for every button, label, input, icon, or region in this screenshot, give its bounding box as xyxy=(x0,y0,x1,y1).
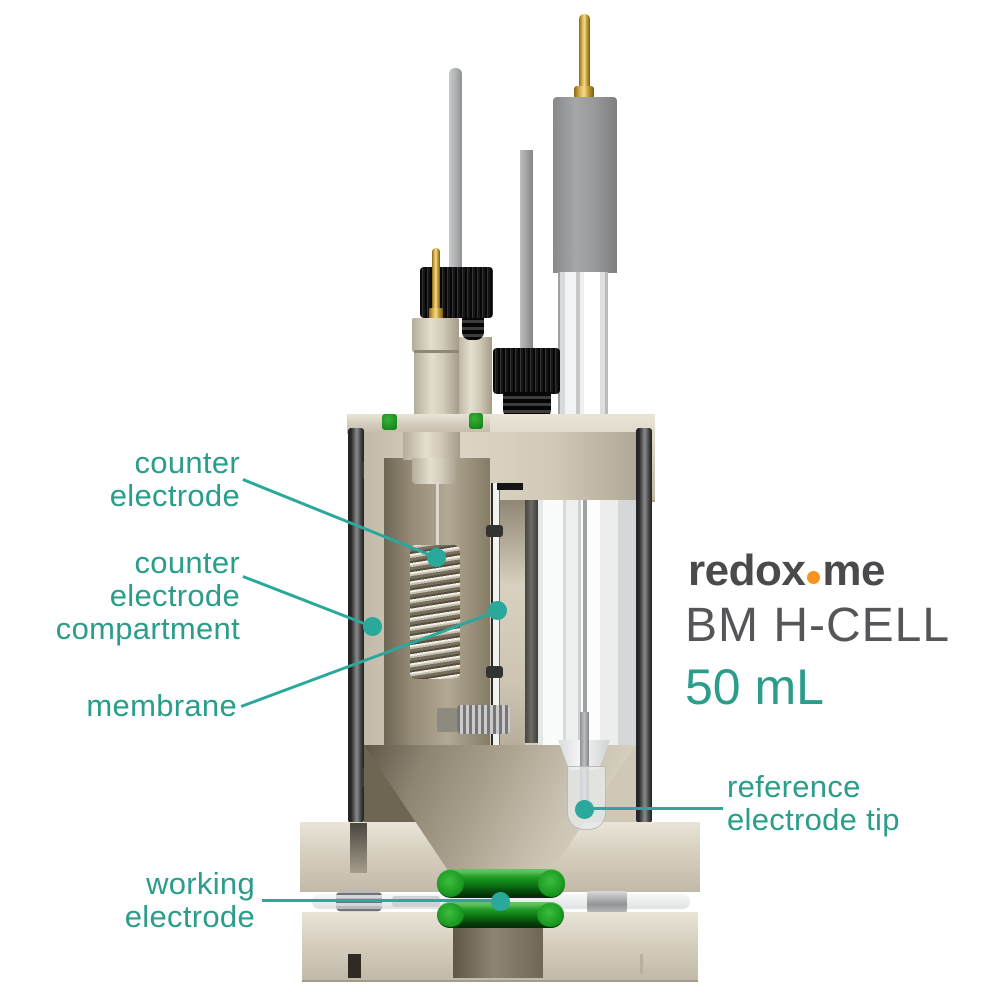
membrane-clamp-top xyxy=(486,525,503,537)
product-volume: 50 mL xyxy=(685,659,824,715)
tip-holder-knurled-nut xyxy=(457,705,510,734)
label-counter-electrode-compartment: counter electrode compartment xyxy=(0,546,240,645)
membrane-clamp-bottom xyxy=(486,666,503,678)
reference-electrode-pin xyxy=(579,14,590,90)
reference-electrode-glass-tubes xyxy=(558,272,608,417)
bottom-neck-column xyxy=(453,920,543,978)
label-line: membrane xyxy=(86,688,237,723)
brand-logo-orange-dot xyxy=(807,571,821,584)
leader-dot-working-electrode xyxy=(491,892,510,911)
label-line: electrode xyxy=(124,899,255,934)
counter-port-inner-stem xyxy=(412,458,458,484)
leader-dot-reference-tip xyxy=(575,800,594,819)
reference-wire-tip xyxy=(580,712,589,807)
counter-port-fitting-lower xyxy=(414,350,459,417)
purge-rod-lower xyxy=(525,500,538,743)
leader-dot-membrane xyxy=(488,601,507,620)
counter-electrode-spring xyxy=(410,545,460,679)
counter-electrode-wire xyxy=(436,482,439,548)
label-line: electrode xyxy=(109,478,240,513)
outer-glass-wall-right xyxy=(636,428,652,823)
middle-port-cap xyxy=(493,348,560,394)
label-working-electrode: working electrode xyxy=(15,867,255,933)
label-line: working xyxy=(146,866,255,901)
product-name: BM H-CELL xyxy=(685,599,951,652)
leader-line-reference-tip xyxy=(585,807,723,810)
middle-cap-threads xyxy=(503,392,551,418)
clamp-spring-washers xyxy=(336,890,382,913)
label-line: electrode xyxy=(109,578,240,613)
working-electrode-slide-highlight xyxy=(392,896,440,907)
reference-electrode-body xyxy=(553,97,617,273)
label-line: electrode tip xyxy=(727,802,900,837)
leader-dot-counter-electrode xyxy=(427,548,446,567)
reference-electrode-pin-collar xyxy=(574,86,594,100)
counter-electrode-pin xyxy=(432,248,440,310)
reference-electrode-glass-tip xyxy=(567,766,606,830)
top-plate-oring-right xyxy=(469,413,483,429)
label-reference-electrode-tip: reference electrode tip xyxy=(727,770,957,836)
counter-cap-threads xyxy=(462,316,484,340)
top-plate-oring-left xyxy=(382,414,397,430)
label-line: compartment xyxy=(55,611,240,646)
label-counter-electrode: counter electrode xyxy=(0,446,240,512)
counter-electrode-pin-collar xyxy=(429,308,443,319)
label-line: reference xyxy=(727,769,861,804)
counter-port-fitting-upper xyxy=(412,318,459,352)
outer-glass-wall-left xyxy=(348,428,364,823)
leader-line-working-electrode xyxy=(262,899,501,902)
glass-wall-seat-left xyxy=(350,823,367,873)
label-line: counter xyxy=(134,445,240,480)
bottom-flange-pin-hole xyxy=(640,954,643,974)
counter-port-body xyxy=(456,337,492,417)
bottom-flange-slot xyxy=(348,954,361,978)
reference-electrode-wire xyxy=(583,500,587,718)
counter-port-inner-fitting xyxy=(403,432,460,460)
purge-rod xyxy=(520,150,533,352)
plate-vent-slot xyxy=(497,483,523,490)
leader-dot-compartment xyxy=(363,617,382,636)
membrane-frame xyxy=(498,500,525,745)
clamp-screw xyxy=(587,891,627,913)
brand-logo-text-prefix: redox xyxy=(688,546,806,595)
label-line: counter xyxy=(134,545,240,580)
tip-holder-nut xyxy=(437,708,457,732)
gas-tube-rod xyxy=(449,68,462,270)
label-membrane: membrane xyxy=(0,689,237,722)
brand-logo-text-suffix: me xyxy=(822,546,885,595)
reference-glass-tube-section xyxy=(538,500,636,745)
